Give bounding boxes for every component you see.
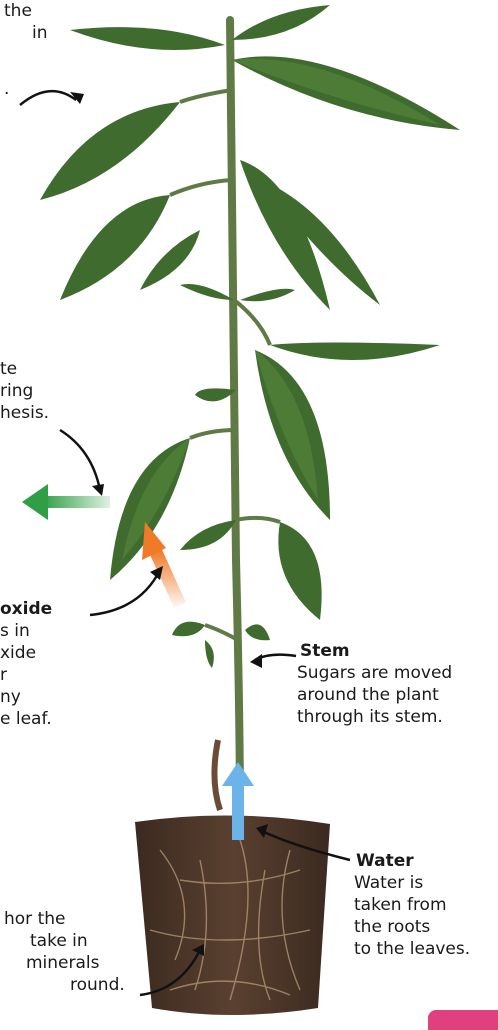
water-label: Water Water is taken from the roots to t… [356, 850, 470, 960]
stem-title: Stem [300, 640, 452, 662]
stem [230, 20, 240, 820]
oxygen-label: te ring hesis. [0, 358, 49, 424]
co2-label: oxide s in xide r ny e leaf. [0, 598, 52, 730]
roots-label: hor the take in minerals round. [0, 908, 125, 996]
co2-arrow-icon [142, 522, 180, 605]
corner-tab [428, 1010, 498, 1030]
stem-label: Stem Sugars are moved around the plant t… [300, 640, 452, 728]
leaf-label: the in . [0, 0, 48, 100]
co2-title: oxide [0, 598, 52, 620]
water-title: Water [356, 850, 470, 872]
